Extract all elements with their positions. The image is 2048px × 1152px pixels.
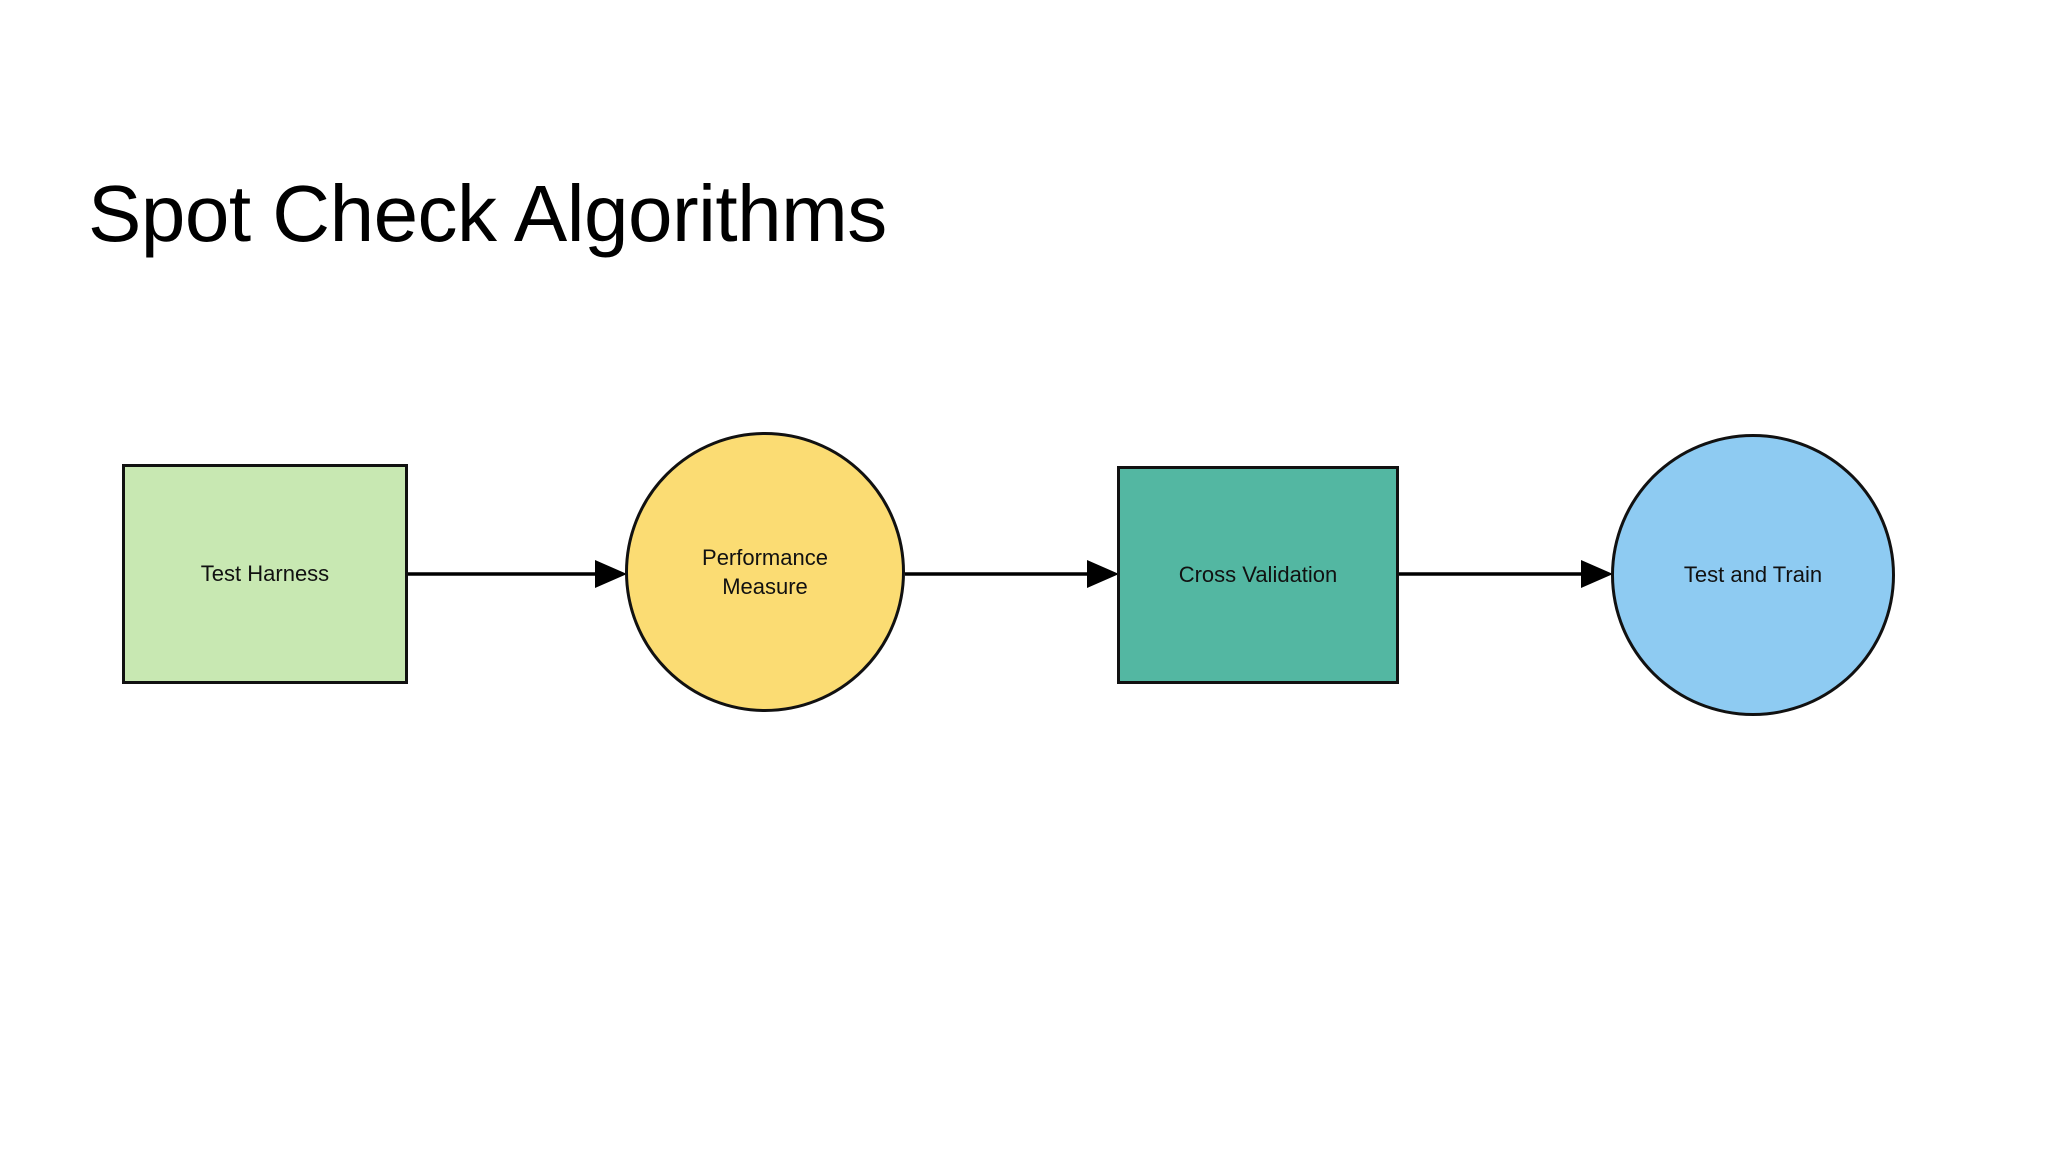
node-test-harness[interactable]: Test Harness: [122, 464, 408, 684]
node-performance-measure-label: Performance Measure: [702, 544, 828, 599]
node-performance-measure[interactable]: Performance Measure: [625, 432, 905, 712]
node-test-and-train-label: Test and Train: [1683, 562, 1823, 588]
page-title: Spot Check Algorithms: [88, 168, 887, 258]
edge-cross-validation-to-test-and-train: [1399, 560, 1613, 588]
edge-performance-measure-to-cross-validation: [905, 560, 1119, 588]
edge-test-harness-to-performance-measure: [408, 560, 627, 588]
node-test-harness-label: Test Harness: [200, 561, 330, 587]
node-test-and-train[interactable]: Test and Train: [1611, 434, 1895, 716]
node-cross-validation-label: Cross Validation: [1178, 562, 1338, 588]
node-cross-validation[interactable]: Cross Validation: [1117, 466, 1399, 684]
